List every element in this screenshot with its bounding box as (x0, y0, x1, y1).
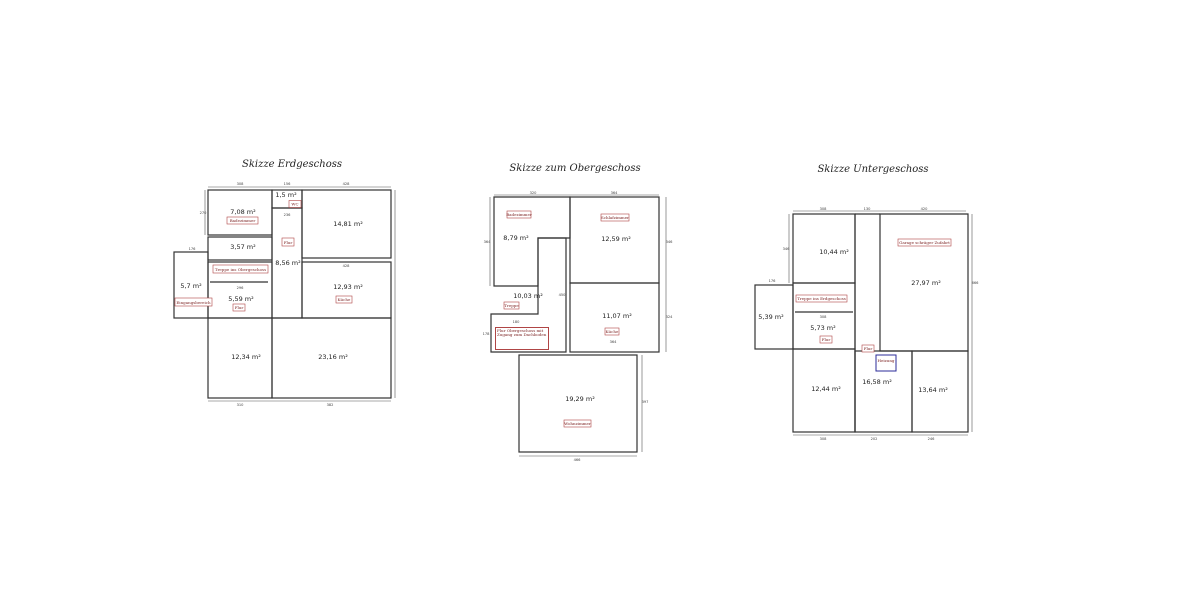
room-label: Badezimmer (230, 218, 256, 223)
dimension: 236 (284, 213, 292, 217)
dimension: 346 (666, 240, 674, 244)
dimension: 346 (783, 247, 791, 251)
room-area: 13,64 m² (918, 386, 948, 394)
room-label: Flur (864, 346, 873, 351)
dimension: 310 (237, 403, 245, 407)
room-2316 (271, 317, 392, 399)
room-label: Küche (338, 297, 351, 302)
room-area: 8,79 m² (503, 234, 529, 242)
room-area: 1,5 m² (275, 191, 297, 199)
room-label: Treppe ins Obergeschoss (215, 267, 266, 272)
dimension: 176 (769, 279, 777, 283)
dimension: 246 (928, 437, 936, 441)
room-area: 23,16 m² (318, 353, 348, 361)
plan-obergeschoss: Skizze zum Obergeschoss 320 364 364 346 … (483, 163, 674, 462)
dimension: 176 (189, 247, 197, 251)
dimension: 308 (820, 437, 828, 441)
room-area: 7,08 m² (230, 208, 256, 216)
plan-erdgeschoss: Skizze Erdgeschoss 308 156 428 270 236 1… (173, 159, 396, 407)
dimension: 130 (864, 207, 872, 211)
room-area: 12,59 m² (601, 235, 631, 243)
room-label: Flur (284, 240, 293, 245)
dimension: 466 (574, 458, 582, 462)
room-treppe (490, 237, 567, 353)
plan-title: Skizze Untergeschoss (817, 164, 928, 175)
room-area: 8,56 m² (275, 259, 301, 267)
room-area: 14,81 m² (333, 220, 363, 228)
room-label: Eingangsbereich (176, 300, 211, 305)
room-1364 (911, 350, 969, 433)
room-1658 (854, 350, 913, 433)
dimension: 364 (611, 191, 619, 195)
room-label: Treppe ins Erdgeschoss (797, 296, 846, 301)
room-label: Flur Obergeschoss mit Zugang zum Dachbod… (495, 327, 549, 350)
dimension: 156 (284, 182, 292, 186)
room-label: Badezimmer (506, 212, 532, 217)
room-label: Schlafzimmer (601, 215, 629, 220)
room-area: 5,7 m² (180, 282, 202, 290)
room-area: 5,59 m² (228, 295, 254, 303)
plan-title: Skizze zum Obergeschoss (509, 163, 640, 174)
room-area: 12,93 m² (333, 283, 363, 291)
dimension: 320 (530, 191, 538, 195)
dimension: 308 (820, 207, 828, 211)
room-area: 12,34 m² (231, 353, 261, 361)
dimension: 382 (327, 403, 334, 407)
dimension: 180 (513, 320, 521, 324)
room-area: 10,03 m² (513, 292, 543, 300)
room-area: 5,73 m² (810, 324, 836, 332)
room-area: 11,07 m² (602, 312, 632, 320)
dimension: 428 (343, 182, 351, 186)
room-area: 5,39 m² (758, 313, 784, 321)
dimension: 202 (871, 437, 878, 441)
dimension: 397 (642, 400, 649, 404)
dimension: 308 (820, 315, 828, 319)
room-area: 10,44 m² (819, 248, 849, 256)
dimension: 364 (610, 340, 618, 344)
room-label: Wohnzimmer (564, 421, 591, 426)
room-label: Garage schräger Zufahrt (899, 240, 950, 245)
dimension: 178 (483, 332, 491, 336)
plan-title: Skizze Erdgeschoss (242, 159, 342, 170)
room-label: WC (291, 202, 298, 207)
room-area: 3,57 m² (230, 243, 256, 251)
room-area: 16,58 m² (862, 378, 892, 386)
dimension: 666 (972, 281, 980, 285)
dimension: 428 (343, 264, 351, 268)
plan-untergeschoss: Skizze Untergeschoss 308 130 420 346 176… (754, 164, 980, 441)
room-kueche (569, 282, 660, 353)
dimension: 450 (559, 293, 567, 297)
room-area: 19,29 m² (565, 395, 595, 403)
room-label: Heizung (878, 358, 895, 363)
dimension: 296 (237, 286, 245, 290)
dimension: 308 (237, 182, 245, 186)
room-area: 27,97 m² (911, 279, 941, 287)
room-label: Flur (822, 337, 831, 342)
dimension: 270 (200, 211, 208, 215)
room-label: Treppe (504, 303, 519, 308)
room-area: 12,44 m² (811, 385, 841, 393)
room-wohnzimmer (518, 354, 638, 453)
room-label: Küche (606, 329, 619, 334)
heizung-box (875, 354, 897, 372)
dimension: 364 (484, 240, 492, 244)
dimension: 420 (921, 207, 929, 211)
room-label: Flur (235, 305, 244, 310)
dimension: 324 (666, 315, 674, 319)
